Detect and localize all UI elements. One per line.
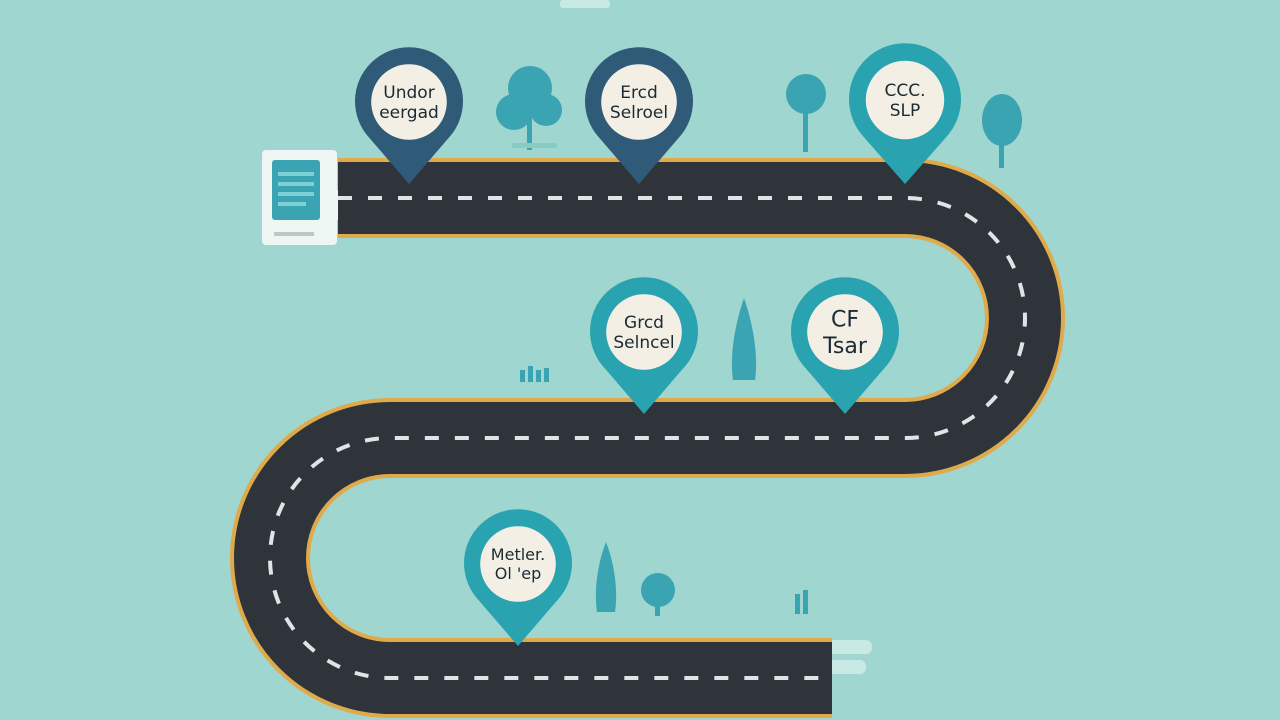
pin-label-line: CCC. — [884, 81, 925, 101]
tree-4 — [731, 298, 757, 380]
road — [230, 158, 1065, 718]
pin-label-line: Selroel — [610, 103, 668, 123]
road-edge-outer — [306, 158, 1065, 642]
bush-1 — [520, 366, 549, 382]
end-plate — [822, 640, 872, 674]
tree-1 — [496, 66, 562, 150]
pin-face — [371, 64, 447, 140]
pin-face — [601, 64, 677, 140]
milestone-pin-3: CCC.SLP — [849, 43, 962, 185]
road-edge-inner — [230, 234, 989, 718]
tree-6 — [641, 573, 675, 616]
pin-label-line: Undor — [383, 83, 434, 103]
pin-face — [480, 526, 556, 602]
lane-marks — [268, 196, 1027, 680]
start-sign — [262, 150, 357, 245]
pin-label-line: Metler. — [491, 545, 545, 564]
pin-label-line: Selncel — [613, 333, 674, 353]
pin-label-line: Tsar — [822, 334, 868, 359]
bush-2 — [795, 590, 808, 614]
pin-face — [865, 60, 945, 140]
tree-5 — [595, 542, 617, 612]
pin-label-line: eergad — [379, 103, 439, 123]
pin-label-line: CF — [831, 308, 859, 333]
top-decoration — [560, 0, 610, 8]
pin-face — [606, 294, 682, 370]
pin-label-line: Grcd — [624, 313, 664, 333]
pin-face — [807, 294, 883, 370]
tree-2 — [786, 74, 826, 152]
pin-label-line: Ercd — [620, 83, 658, 103]
milestone-pin-6: Metler.Ol 'ep — [464, 509, 572, 646]
pin-label-line: SLP — [890, 101, 921, 121]
tree-3 — [982, 94, 1022, 168]
pin-label-line: Ol 'ep — [495, 564, 542, 583]
